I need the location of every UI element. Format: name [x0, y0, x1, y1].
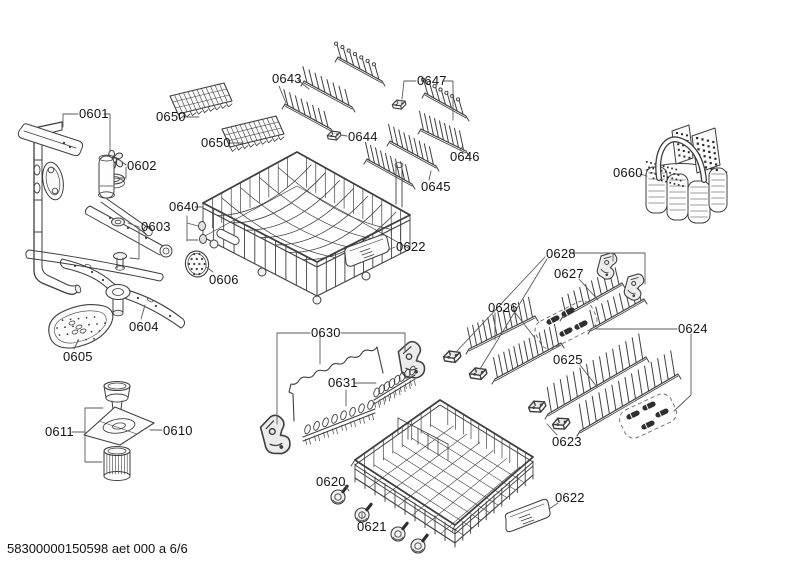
leader-0623 [546, 423, 558, 436]
part-label-0611: 0611 [45, 424, 74, 439]
part-label-0601: 0601 [79, 106, 109, 121]
leader-0624 [595, 328, 692, 412]
leader-0611 [71, 407, 104, 463]
leader-0622a [387, 246, 396, 251]
part-label-0623: 0623 [552, 434, 582, 449]
leader-0605 [73, 340, 79, 350]
spray-arm-assembly-drawing [17, 121, 186, 349]
part-label-0631: 0631 [328, 375, 358, 390]
part-label-0628: 0628 [546, 246, 576, 261]
upper-basket-drawing [198, 151, 411, 305]
leader-0625 [579, 364, 598, 388]
part-label-0626: 0626 [488, 300, 518, 315]
leader-0660 [639, 173, 648, 177]
leader-0627 [578, 278, 599, 301]
leader-0643 [278, 79, 310, 104]
part-label-0650b: 0650 [201, 135, 231, 150]
leader-0628 [456, 252, 646, 370]
leader-0602 [117, 160, 127, 179]
part-label-0647: 0647 [417, 73, 447, 88]
filter-assembly-drawing [83, 380, 155, 481]
part-label-0627: 0627 [554, 266, 584, 281]
leader-0601 [62, 113, 111, 152]
leader-0626 [494, 309, 536, 341]
leader-0630 [276, 332, 406, 425]
part-label-0622a: 0622 [396, 239, 426, 254]
part-label-0650a: 0650 [156, 109, 186, 124]
leader-0640 [186, 206, 203, 242]
tine-rows-drawing [281, 41, 682, 437]
leader-0606 [205, 266, 214, 273]
leader-0646 [459, 145, 464, 151]
part-label-0603: 0603 [141, 219, 171, 234]
part-label-0660: 0660 [613, 165, 643, 180]
leader-0622b [548, 502, 559, 510]
callout-leader-lines [62, 79, 692, 520]
part-label-0624: 0624 [678, 321, 708, 336]
leader-0603 [127, 222, 140, 260]
part-label-0606: 0606 [209, 272, 239, 287]
part-label-0605: 0605 [63, 349, 93, 364]
small-parts-drawing [184, 99, 677, 455]
part-label-0620: 0620 [316, 474, 346, 489]
part-label-0646: 0646 [450, 149, 480, 164]
document-code: 58300000150598 aet 000 a 6/6 [7, 541, 188, 556]
leader-0645 [428, 170, 432, 181]
part-label-0622b: 0622 [555, 490, 585, 505]
part-label-0625: 0625 [553, 352, 583, 367]
part-label-0643: 0643 [272, 71, 302, 86]
leader-0647 [401, 80, 454, 121]
cutlery-basket-drawing [645, 124, 728, 224]
part-label-0602: 0602 [127, 158, 157, 173]
part-label-0644: 0644 [348, 129, 378, 144]
part-label-0621: 0621 [357, 519, 387, 534]
part-label-0610: 0610 [163, 423, 193, 438]
leader-0631 [345, 382, 377, 407]
fold-racks-0650-drawing [169, 82, 285, 152]
part-label-0640: 0640 [169, 199, 199, 214]
part-label-0645: 0645 [421, 179, 451, 194]
part-label-0630: 0630 [311, 325, 341, 340]
leader-0620 [343, 483, 350, 492]
leader-0644 [340, 134, 348, 137]
leader-0604 [140, 304, 146, 320]
part-label-0604: 0604 [129, 319, 159, 334]
lower-basket-drawing [330, 399, 551, 554]
